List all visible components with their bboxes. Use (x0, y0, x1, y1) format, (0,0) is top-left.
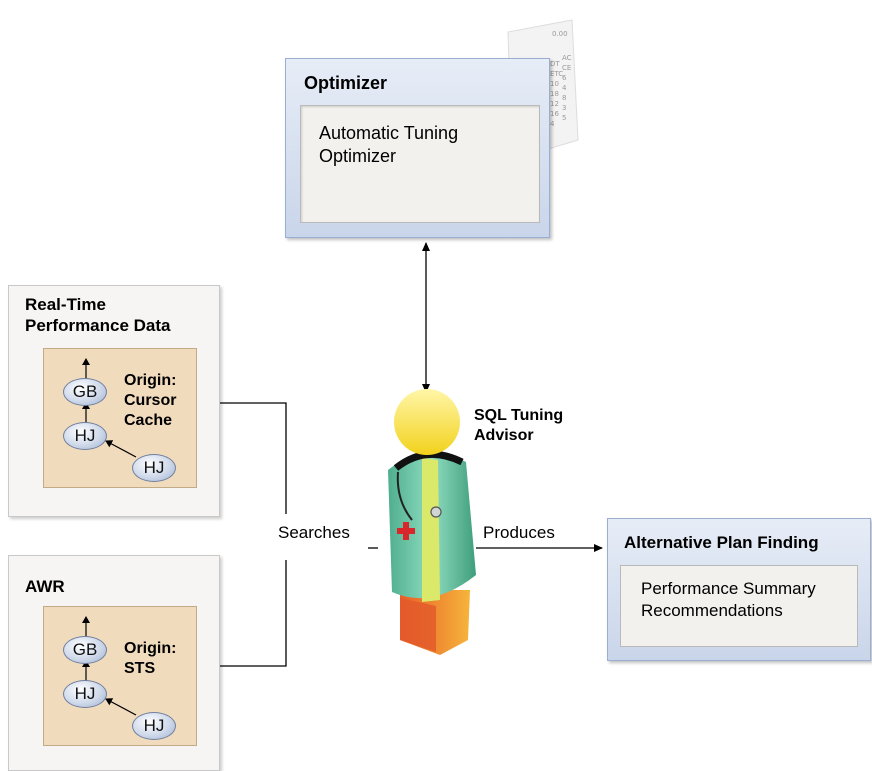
recommendations-label: Recommendations (641, 601, 783, 620)
optimizer-box: Optimizer Automatic Tuning Optimizer (285, 58, 550, 238)
svg-text:5: 5 (562, 114, 566, 122)
svg-text:ETC: ETC (550, 70, 563, 78)
sql-tuning-advisor-figure (388, 389, 476, 655)
searches-connector (193, 399, 287, 514)
performance-summary-label: Performance Summary (641, 579, 816, 598)
realtime-node-gb: GB (63, 378, 107, 406)
alternative-plan-details: Performance Summary Recommendations (641, 578, 851, 622)
svg-text:0.00: 0.00 (552, 30, 568, 38)
searches-connector-lower (193, 560, 287, 670)
awr-node-gb: GB (63, 636, 107, 664)
awr-panel: AWR GB HJ HJ Origin: STS (8, 555, 220, 771)
realtime-performance-data-panel: Real-Time Performance Data GB HJ HJ Orig… (8, 285, 220, 517)
awr-node-hj: HJ (63, 680, 107, 708)
awr-origin-label: Origin: STS (124, 639, 176, 679)
realtime-origin-line3: Cache (124, 412, 173, 429)
realtime-title-line2: Performance Data (25, 316, 171, 335)
svg-text:10: 10 (550, 80, 559, 88)
awr-origin-line1: Origin: (124, 640, 177, 657)
awr-origin-line2: STS (124, 660, 156, 677)
realtime-origin-line2: Cursor (124, 392, 177, 409)
svg-text:3: 3 (562, 104, 566, 112)
awr-plan-arrows (82, 616, 137, 716)
automatic-tuning-optimizer-box: Automatic Tuning Optimizer (300, 105, 540, 223)
alternative-plan-finding-box: Alternative Plan Finding Performance Sum… (607, 518, 871, 661)
realtime-node-hj-child: HJ (132, 454, 176, 482)
realtime-node-hj: HJ (63, 422, 107, 450)
svg-text:16: 16 (550, 110, 559, 118)
svg-text:4: 4 (562, 84, 567, 92)
advisor-label-line1: SQL Tuning (474, 407, 564, 424)
svg-text:18: 18 (550, 90, 559, 98)
alternative-plan-title: Alternative Plan Finding (624, 533, 819, 552)
optimizer-title: Optimizer (304, 73, 388, 93)
realtime-title-line1: Real-Time (25, 295, 106, 314)
svg-text:4: 4 (550, 120, 555, 128)
searches-label: Searches (278, 523, 350, 542)
svg-text:DT: DT (550, 60, 560, 68)
awr-panel-title: AWR (25, 577, 65, 596)
awr-node-hj-child: HJ (132, 712, 176, 740)
svg-text:6: 6 (562, 74, 567, 82)
awr-plan-box: GB HJ HJ Origin: STS (43, 606, 197, 746)
realtime-panel-title: Real-Time Performance Data (25, 294, 215, 336)
realtime-origin-line1: Origin: (124, 372, 177, 389)
realtime-plan-box: GB HJ HJ Origin: Cursor Cache (43, 348, 197, 488)
produces-label: Produces (483, 523, 555, 542)
automatic-tuning-optimizer-label: Automatic Tuning Optimizer (319, 123, 459, 166)
realtime-origin-label: Origin: Cursor Cache (124, 371, 176, 431)
svg-text:12: 12 (550, 100, 559, 108)
svg-text:AC: AC (562, 54, 572, 62)
realtime-plan-arrows (82, 358, 137, 458)
sql-tuning-advisor-label: SQL Tuning Advisor (474, 406, 563, 446)
svg-text:8: 8 (562, 94, 566, 102)
svg-text:CE: CE (562, 64, 571, 72)
advisor-label-line2: Advisor (474, 427, 534, 444)
red-cross-icon (397, 522, 415, 540)
alternative-plan-inner-box: Performance Summary Recommendations (620, 565, 858, 647)
